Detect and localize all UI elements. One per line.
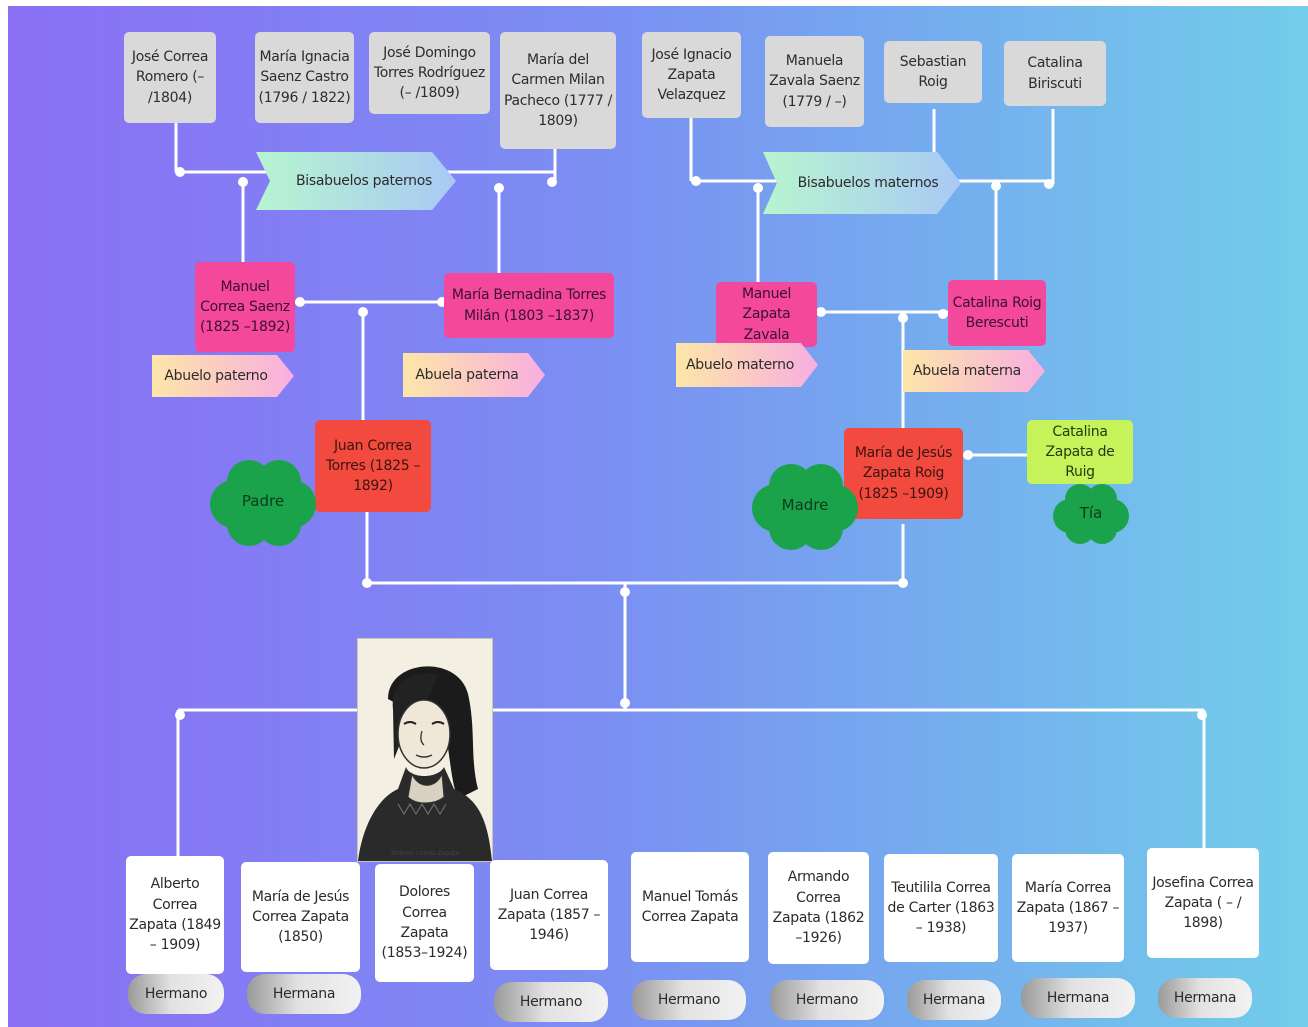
cloud-icon bbox=[752, 464, 858, 550]
person-name: Catalina Zapata de Ruig bbox=[1045, 423, 1115, 481]
connector-lines bbox=[174, 109, 1207, 856]
person-name: José Ignacio Zapata Velazquez bbox=[651, 46, 732, 104]
sibling-box: Josefina Correa Zapata ( – / 1898) bbox=[1147, 848, 1259, 958]
person-name: Manuel Correa Saenz (1825 –1892) bbox=[199, 278, 291, 336]
person-name: María de Jesús Correa Zapata (1850) bbox=[251, 888, 350, 946]
person-name: Catalina Biriscuti bbox=[1027, 55, 1083, 92]
sibling-role-pill: Hermano bbox=[770, 980, 884, 1020]
great-grandparent-box: Sebastian Roig bbox=[884, 41, 982, 103]
sibling-box: Teutilila Correa de Carter (1863 – 1938) bbox=[884, 854, 998, 962]
cloud-icon bbox=[210, 460, 316, 546]
person-name: Manuela Zavala Saenz (1779 / –) bbox=[769, 53, 860, 110]
mother-label: Madre bbox=[781, 496, 829, 514]
sibling-role-pill: Hermana bbox=[1158, 978, 1252, 1018]
person-name: Catalina Roig Berescuti bbox=[952, 294, 1042, 331]
mother-cloud: Madre bbox=[746, 456, 864, 554]
person-name: Juan Correa Torres (1825 –1892) bbox=[325, 437, 421, 495]
maternal-great-grandparents-banner: Bisabuelos maternos bbox=[763, 152, 961, 214]
great-grandparent-box: José Correa Romero (– /1804) bbox=[124, 32, 216, 123]
great-grandparent-box: José Domingo Torres Rodríguez (– /1809) bbox=[369, 32, 490, 114]
sibling-box: Juan Correa Zapata (1857 –1946) bbox=[490, 860, 608, 970]
person-name: Manuel Tomás Correa Zapata bbox=[641, 888, 739, 925]
portrait-image: Dolores Correa Zapata bbox=[357, 638, 493, 862]
maternal-grandmother-box: Catalina Roig Berescuti bbox=[948, 280, 1046, 346]
portrait-drawing bbox=[358, 639, 492, 861]
great-grandparent-box: José Ignacio Zapata Velazquez bbox=[642, 32, 741, 118]
sibling-box: Armando Correa Zapata (1862 –1926) bbox=[768, 852, 869, 964]
sibling-box: María de Jesús Correa Zapata (1850) bbox=[241, 862, 360, 972]
father-box: Juan Correa Torres (1825 –1892) bbox=[315, 420, 431, 512]
father-cloud: Padre bbox=[204, 452, 322, 550]
sibling-role-pill: Hermano bbox=[128, 974, 224, 1014]
person-name: Juan Correa Zapata (1857 –1946) bbox=[497, 886, 601, 944]
paternal-grandmother-box: María Bernadina Torres Milán (1803 –1837… bbox=[444, 273, 614, 338]
banner-label: Bisabuelos maternos bbox=[797, 175, 939, 191]
mother-box: María de Jesús Zapata Roig (1825 –1909) bbox=[844, 428, 963, 519]
person-name: José Domingo Torres Rodríguez (– /1809) bbox=[373, 44, 486, 102]
paternal-grandfather-box: Manuel Correa Saenz (1825 –1892) bbox=[195, 262, 295, 352]
aunt-box: Catalina Zapata de Ruig bbox=[1027, 420, 1133, 484]
sibling-box: Dolores Correa Zapata (1853–1924) bbox=[375, 864, 474, 982]
person-name: María Ignacia Saenz Castro (1796 / 1822) bbox=[258, 49, 351, 106]
maternal-grandfather-box: Manuel Zapata Zavala bbox=[716, 282, 817, 347]
sibling-role-pill: Hermana bbox=[1021, 978, 1135, 1018]
great-grandparent-box: María del Carmen Milan Pacheco (1777 / 1… bbox=[500, 32, 616, 149]
person-name: Alberto Correa Zapata (1849 – 1909) bbox=[129, 876, 221, 954]
sibling-box: Manuel Tomás Correa Zapata bbox=[631, 852, 749, 962]
great-grandparent-box: Catalina Biriscuti bbox=[1004, 41, 1106, 106]
person-name: María del Carmen Milan Pacheco (1777 / 1… bbox=[503, 51, 613, 129]
aunt-label: Tía bbox=[1079, 504, 1103, 522]
sibling-box: María Correa Zapata (1867 –1937) bbox=[1012, 854, 1124, 962]
paternal-grandfather-label: Abuelo paterno bbox=[152, 355, 294, 397]
person-name: Josefina Correa Zapata ( – / 1898) bbox=[1152, 874, 1254, 932]
sibling-box: Alberto Correa Zapata (1849 – 1909) bbox=[126, 856, 224, 974]
person-name: María Correa Zapata (1867 –1937) bbox=[1016, 879, 1120, 937]
cloud-icon bbox=[1053, 484, 1129, 544]
person-name: María de Jesús Zapata Roig (1825 –1909) bbox=[854, 445, 953, 502]
portrait-caption: Dolores Correa Zapata bbox=[391, 850, 459, 857]
sibling-role-pill: Hermano bbox=[494, 982, 608, 1022]
maternal-grandmother-label: Abuela materna bbox=[903, 350, 1045, 392]
maternal-grandfather-label: Abuelo materno bbox=[676, 343, 818, 387]
person-name: José Correa Romero (– /1804) bbox=[131, 49, 209, 106]
person-name: Armando Correa Zapata (1862 –1926) bbox=[772, 869, 865, 947]
great-grandparent-box: Manuela Zavala Saenz (1779 / –) bbox=[765, 36, 864, 127]
father-label: Padre bbox=[241, 492, 285, 510]
family-tree-canvas: José Correa Romero (– /1804) María Ignac… bbox=[8, 6, 1308, 1027]
person-name: Teutilila Correa de Carter (1863 – 1938) bbox=[887, 879, 995, 937]
sibling-role-pill: Hermana bbox=[907, 980, 1001, 1020]
sibling-role-pill: Hermana bbox=[247, 974, 361, 1014]
person-name: Dolores Correa Zapata (1853–1924) bbox=[381, 884, 468, 962]
great-grandparent-box: María Ignacia Saenz Castro (1796 / 1822) bbox=[255, 32, 354, 123]
person-name: Manuel Zapata Zavala bbox=[741, 286, 792, 343]
person-name: Sebastian Roig bbox=[899, 53, 967, 90]
aunt-cloud: Tía bbox=[1048, 479, 1134, 547]
sibling-role-pill: Hermano bbox=[632, 980, 746, 1020]
paternal-great-grandparents-banner: Bisabuelos paternos bbox=[256, 152, 456, 210]
person-name: María Bernadina Torres Milán (1803 –1837… bbox=[451, 287, 607, 324]
banner-label: Bisabuelos paternos bbox=[295, 173, 433, 189]
paternal-grandmother-label: Abuela paterna bbox=[403, 353, 545, 397]
